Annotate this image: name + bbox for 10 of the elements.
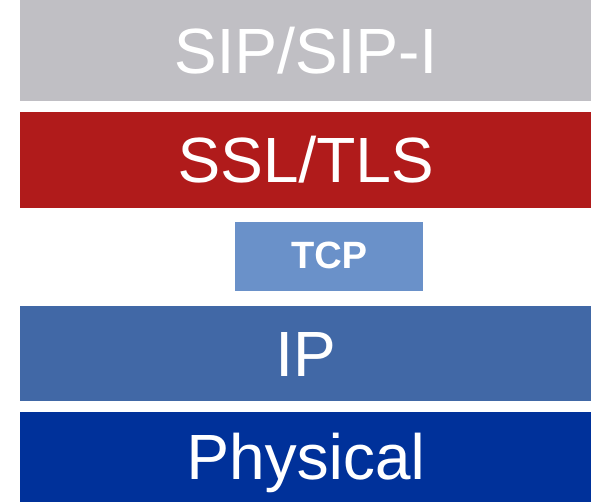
protocol-layer-bar [20,412,591,502]
layer-label: SIP/SIP-I [174,14,438,88]
layer-label: Physical [186,420,425,494]
protocol-layer-bar [20,112,591,208]
layer-label: IP [275,316,336,390]
protocol-layer-bar [20,306,591,401]
layer-label: TCP [291,235,367,278]
protocol-layer-bar [20,0,591,101]
layer-label: SSL/TLS [177,123,434,197]
protocol-layer-bar [235,222,423,291]
